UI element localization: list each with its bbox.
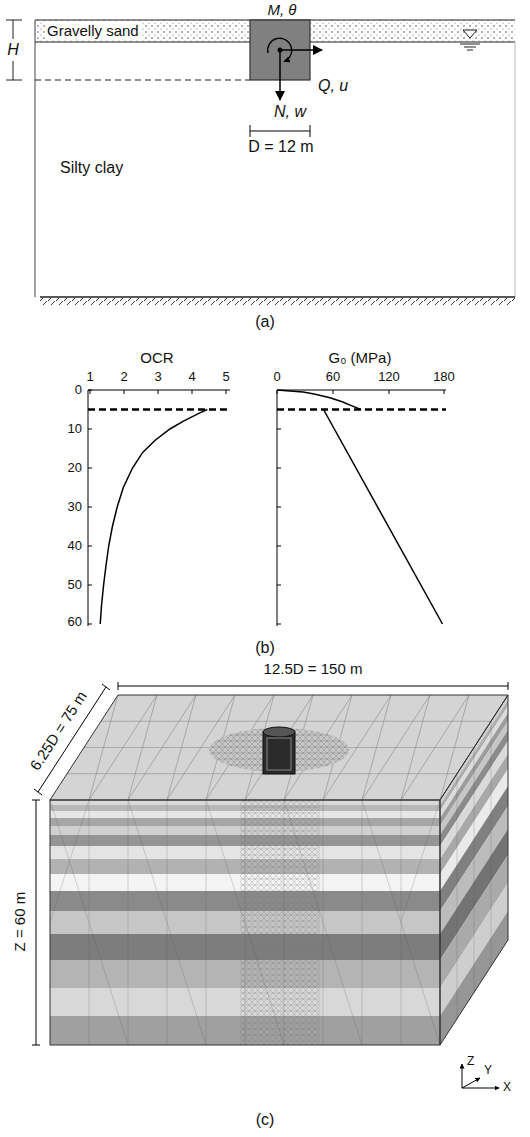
tick-label: 10 [68,422,82,437]
ocr-plot [88,390,230,626]
layer-name: Silty clay [60,159,123,177]
axis-title: G₀ (MPa) [329,349,392,366]
dimension-label: 12.5D = 150 m [264,660,363,677]
soil-profile [6,20,515,305]
axis-letter: Y [484,1064,492,1078]
tick-label: 40 [68,539,82,554]
axis-title: OCR [140,349,173,366]
tick-label: 1 [86,370,93,385]
tick-label: 60 [326,370,340,385]
tick-label: 5 [222,370,229,385]
tick-label: 120 [378,370,400,385]
tick-label: 0 [75,383,82,398]
dimension-label: D = 12 m [248,138,313,156]
dimension-label: Z = 60 m [11,892,28,952]
tick-label: 50 [68,578,82,593]
tick-label: 0 [273,370,280,385]
layer-name: Gravelly sand [45,22,141,39]
load-label: M, θ [266,1,299,18]
panel-label: (c) [256,1111,275,1129]
tick-label: 60 [68,615,82,630]
tick-label: 4 [188,370,195,385]
tick-label: 180 [433,370,455,385]
tick-label: 3 [154,370,161,385]
tick-label: 2 [120,370,127,385]
axis-letter: Z [467,1055,474,1069]
g0-plot [277,390,446,626]
load-label: N, w [274,103,306,121]
dimension-label: H [7,41,19,59]
fe-mesh [50,695,508,1045]
panel-label: (b) [255,639,275,657]
dimension-lines [32,682,508,1045]
axis-letter: X [503,1081,511,1095]
tick-label: 30 [68,500,82,515]
load-label: Q, u [318,77,348,95]
tick-label: 20 [68,461,82,476]
panel-label: (a) [255,313,275,331]
caisson [250,20,322,137]
